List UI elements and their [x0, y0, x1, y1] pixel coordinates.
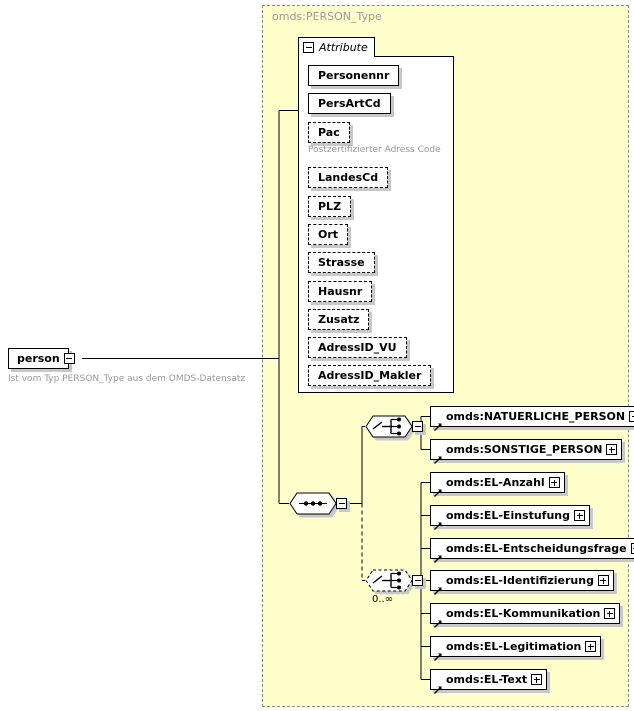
attribute-label: Strasse: [318, 256, 365, 269]
attribute-box[interactable]: Personennr: [308, 65, 400, 86]
element-reference-label: omds:EL-Anzahl: [446, 476, 545, 489]
compositor-choice-el[interactable]: [365, 569, 423, 592]
element-reference-label: omds:EL-Einstufung: [446, 509, 571, 522]
plus-icon[interactable]: [606, 444, 618, 455]
attribute-label: PLZ: [318, 200, 342, 213]
reference-arrow-icon: [434, 679, 442, 694]
attribute-label: Zusatz: [318, 313, 360, 326]
element-person-annotation: Ist vom Typ PERSON_Type aus dem OMDS-Dat…: [8, 374, 246, 384]
attribute-pac[interactable]: Pac: [308, 121, 350, 143]
plus-icon[interactable]: [597, 575, 609, 586]
reference-arrow-icon: [434, 416, 442, 431]
attribute-persartcd[interactable]: PersArtCd: [308, 92, 391, 114]
attribute-zusatz[interactable]: Zusatz: [308, 308, 370, 330]
element-ref-el-text[interactable]: omds:EL-Text: [430, 669, 548, 694]
element-ref-el-kommunikation[interactable]: omds:EL-Kommunikation: [430, 603, 621, 628]
element-ref-natuerliche-person[interactable]: omds:NATUERLICHE_PERSON: [430, 406, 634, 431]
attribute-section-tab[interactable]: Attribute: [298, 37, 375, 57]
plus-icon[interactable]: [604, 608, 616, 619]
attribute-strasse[interactable]: Strasse: [308, 251, 375, 273]
minus-icon[interactable]: [63, 353, 75, 364]
element-ref-el-einstufung[interactable]: omds:EL-Einstufung: [430, 505, 591, 530]
element-person-label: person: [17, 352, 60, 365]
element-reference-label: omds:EL-Text: [446, 673, 528, 686]
element-ref-el-legitimation[interactable]: omds:EL-Legitimation: [430, 636, 602, 661]
attribute-personennr[interactable]: Personennr: [308, 64, 400, 86]
element-ref-el-anzahl[interactable]: omds:EL-Anzahl: [430, 472, 565, 497]
element-reference-label: omds:EL-Legitimation: [446, 640, 582, 653]
attribute-ort[interactable]: Ort: [308, 223, 349, 245]
minus-icon[interactable]: [412, 421, 423, 432]
element-person[interactable]: person: [8, 348, 75, 369]
minus-icon[interactable]: [336, 498, 347, 509]
attribute-label: LandesCd: [318, 171, 379, 184]
element-reference-label: omds:NATUERLICHE_PERSON: [446, 410, 626, 423]
attribute-label: Personennr: [318, 69, 390, 82]
reference-arrow-icon: [434, 548, 442, 563]
reference-arrow-icon: [434, 515, 442, 530]
attribute-label: AdressID_Makler: [318, 369, 422, 382]
attribute-label: Hausnr: [318, 285, 363, 298]
cardinality-label: 0..∞: [372, 594, 394, 605]
element-reference-label: omds:EL-Identifizierung: [446, 574, 594, 587]
plus-icon[interactable]: [531, 674, 543, 685]
element-reference-label: omds:EL-Entscheidungsfrage: [446, 542, 627, 555]
attribute-box[interactable]: Strasse: [308, 252, 375, 273]
choice-icon: [365, 415, 413, 438]
attribute-section-label: Attribute: [319, 41, 368, 54]
element-ref-sonstige-person[interactable]: omds:SONSTIGE_PERSON: [430, 439, 623, 464]
element-person-box[interactable]: person: [8, 348, 69, 369]
attribute-adressid-makler[interactable]: AdressID_Makler: [308, 364, 432, 386]
reference-arrow-icon: [434, 613, 442, 628]
attribute-box[interactable]: Hausnr: [308, 281, 373, 302]
element-reference-label: omds:EL-Kommunikation: [446, 607, 601, 620]
element-ref-el-identifizierung[interactable]: omds:EL-Identifizierung: [430, 570, 614, 595]
attribute-box[interactable]: PersArtCd: [308, 93, 391, 114]
sequence-icon: [289, 492, 337, 515]
attribute-box[interactable]: Zusatz: [308, 309, 370, 330]
attribute-box[interactable]: AdressID_Makler: [308, 365, 432, 386]
plus-icon[interactable]: [629, 411, 634, 422]
reference-arrow-icon: [434, 580, 442, 595]
compositor-sequence[interactable]: [289, 492, 347, 515]
reference-arrow-icon: [434, 646, 442, 661]
compositor-choice-person[interactable]: [365, 415, 423, 438]
attribute-annotation: Postzertifizierter Adress Code: [308, 145, 441, 155]
reference-arrow-icon: [434, 482, 442, 497]
attribute-label: Ort: [318, 228, 339, 241]
reference-arrow-icon: [434, 449, 442, 464]
plus-icon[interactable]: [630, 543, 634, 554]
attribute-label: AdressID_VU: [318, 341, 397, 354]
attribute-label: Pac: [318, 126, 340, 139]
attribute-plz[interactable]: PLZ: [308, 195, 352, 217]
type-title: omds:PERSON_Type: [272, 10, 382, 23]
attribute-landescd[interactable]: LandesCd: [308, 166, 389, 188]
attribute-box[interactable]: LandesCd: [308, 167, 389, 188]
attribute-box[interactable]: AdressID_VU: [308, 337, 407, 358]
attribute-adressid-vu[interactable]: AdressID_VU: [308, 336, 407, 358]
plus-icon[interactable]: [585, 641, 597, 652]
element-reference-label: omds:SONSTIGE_PERSON: [446, 443, 603, 456]
attribute-hausnr[interactable]: Hausnr: [308, 280, 373, 302]
minus-icon[interactable]: [412, 575, 423, 586]
attribute-box[interactable]: Ort: [308, 224, 349, 245]
plus-icon[interactable]: [548, 477, 560, 488]
minus-icon[interactable]: [303, 42, 314, 53]
element-ref-el-entscheidungsfrage[interactable]: omds:EL-Entscheidungsfrage: [430, 538, 634, 563]
attribute-label: PersArtCd: [318, 97, 381, 110]
choice-icon: [365, 569, 413, 592]
plus-icon[interactable]: [574, 510, 586, 521]
attribute-box[interactable]: Pac: [308, 122, 350, 143]
attribute-box[interactable]: PLZ: [308, 196, 352, 217]
